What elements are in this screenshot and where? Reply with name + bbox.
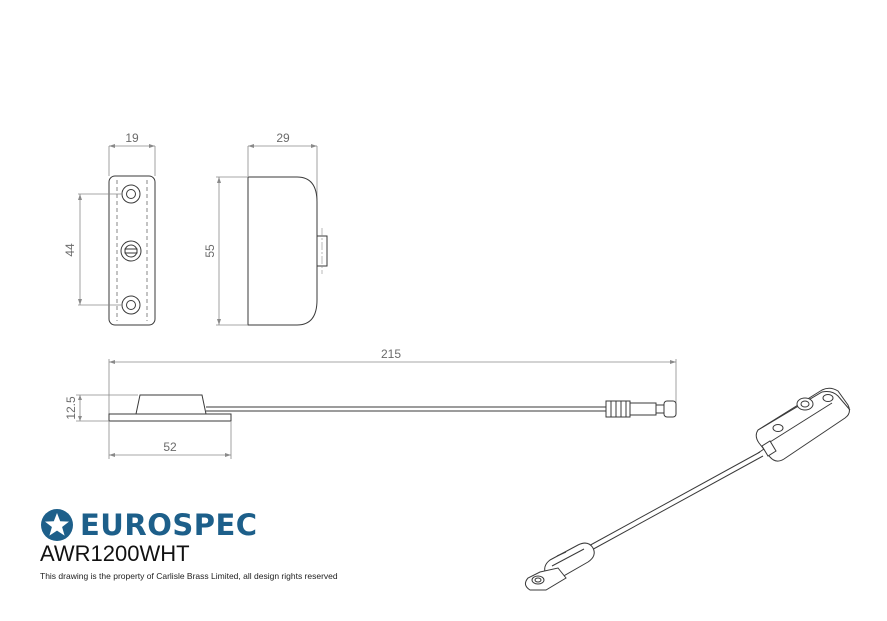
product-code: AWR1200WHT: [40, 541, 190, 566]
iso-key-cylinder: [796, 397, 814, 411]
front-width-label: 19: [125, 131, 139, 145]
side-view: 29 55: [203, 131, 328, 326]
iso-foot-plate: [524, 567, 567, 591]
front-view: 19 44: [63, 131, 156, 326]
disclaimer-text: This drawing is the property of Carlisle…: [40, 571, 338, 581]
iso-cable: [584, 451, 761, 549]
star-circle-icon: [41, 509, 73, 541]
base-height-label: 12.5: [64, 396, 78, 420]
body-height-label: 55: [203, 244, 217, 258]
brand-name: EUROSPEC: [80, 508, 258, 542]
elevation-view: 215 12.5 52: [64, 347, 677, 459]
end-cap: [663, 400, 677, 418]
side-body: [247, 176, 318, 326]
base-plate: [108, 413, 232, 422]
housing-block: [135, 394, 207, 415]
front-body: [108, 175, 156, 326]
isometric-view: [524, 387, 851, 591]
side-width-label: 29: [276, 131, 290, 145]
base-length-label: 52: [163, 440, 177, 454]
brand-logo: EUROSPEC: [40, 505, 258, 545]
hole-spacing-label: 44: [63, 243, 77, 257]
key-cylinder: [120, 240, 142, 262]
overall-length-label: 215: [381, 347, 401, 361]
